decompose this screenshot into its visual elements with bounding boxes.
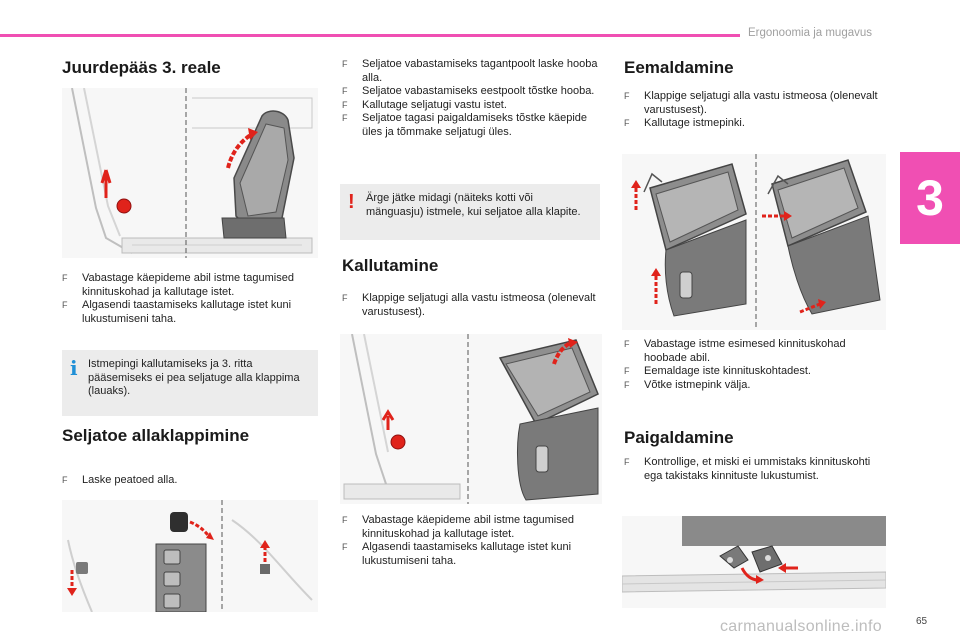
- list-item: Seljatoe tagasi paigaldamiseks tõstke kä…: [342, 112, 600, 139]
- bullet-list-removal: Klappige seljatugi alla vastu istmeosa (…: [624, 90, 888, 131]
- chapter-title: Ergonoomia ja mugavus: [748, 27, 873, 39]
- chapter-tab: 3: [900, 152, 960, 244]
- illustration-headrest-lever: [62, 500, 318, 612]
- info-icon: i: [70, 356, 78, 380]
- list-item: Klappige seljatugi alla vastu istmeosa (…: [342, 292, 600, 319]
- illustration-backrest-tilt: [340, 334, 602, 504]
- warning-note-text: Ärge jätke midagi (näiteks kotti või män…: [366, 192, 581, 218]
- warning-icon: !: [348, 191, 355, 213]
- bullet-list-installation: Kontrollige, et miski ei ummistaks kinni…: [624, 456, 888, 483]
- heading-access-third-row: Juurdepääs 3. reale: [62, 58, 221, 77]
- header-rule: [0, 34, 740, 37]
- bullet-list-backrest: Seljatoe vabastamiseks tagantpoolt laske…: [342, 58, 600, 139]
- page-number: 65: [916, 616, 928, 627]
- list-item: Algasendi taastamiseks kallutage istet k…: [342, 541, 602, 568]
- list-item: Kallutage seljatugi vastu istet.: [342, 99, 600, 113]
- heading-tilting: Kallutamine: [342, 256, 439, 275]
- illustration-seat-tilt: [62, 88, 318, 258]
- illustration-seat-anchor: [622, 516, 886, 608]
- list-item: Eemaldage iste kinnituskohtadest.: [624, 365, 888, 379]
- heading-backrest-fold: Seljatoe allaklappimine: [62, 426, 250, 445]
- bullet-list-tilt-release: Vabastage käepideme abil istme tagumised…: [342, 514, 602, 568]
- info-note-text: Istmepingi kallutamiseks ja 3. ritta pää…: [88, 358, 300, 397]
- watermark: carmanualsonline.info: [720, 618, 882, 635]
- list-item: Võtke istmepink välja.: [624, 379, 888, 393]
- list-item: Kallutage istmepinki.: [624, 117, 888, 131]
- bullet-list-removal-steps: Vabastage istme esimesed kinnituskohad h…: [624, 338, 888, 392]
- list-item: Vabastage istme esimesed kinnituskohad h…: [624, 338, 888, 365]
- bullet-list-fold: Laske peatoed alla.: [62, 474, 318, 488]
- list-item: Klappige seljatugi alla vastu istmeosa (…: [624, 90, 888, 117]
- list-item: Seljatoe vabastamiseks tagantpoolt laske…: [342, 58, 600, 85]
- heading-installation: Paigaldamine: [624, 428, 734, 447]
- warning-note: ! Ärge jätke midagi (näiteks kotti või m…: [340, 184, 600, 240]
- list-item: Kontrollige, et miski ei ummistaks kinni…: [624, 456, 888, 483]
- list-item: Seljatoe vabastamiseks eestpoolt tõstke …: [342, 85, 600, 99]
- list-item: Laske peatoed alla.: [62, 474, 318, 488]
- list-item: Vabastage käepideme abil istme tagumised…: [342, 514, 602, 541]
- info-note: i Istmepingi kallutamiseks ja 3. ritta p…: [62, 350, 318, 416]
- bullet-list-tilting: Klappige seljatugi alla vastu istmeosa (…: [342, 292, 600, 319]
- illustration-seat-removal: [622, 154, 886, 330]
- list-item: Vabastage käepideme abil istme tagumised…: [62, 272, 320, 299]
- bullet-list-access: Vabastage käepideme abil istme tagumised…: [62, 272, 320, 326]
- list-item: Algasendi taastamiseks kallutage istet k…: [62, 299, 320, 326]
- heading-removal: Eemaldamine: [624, 58, 734, 77]
